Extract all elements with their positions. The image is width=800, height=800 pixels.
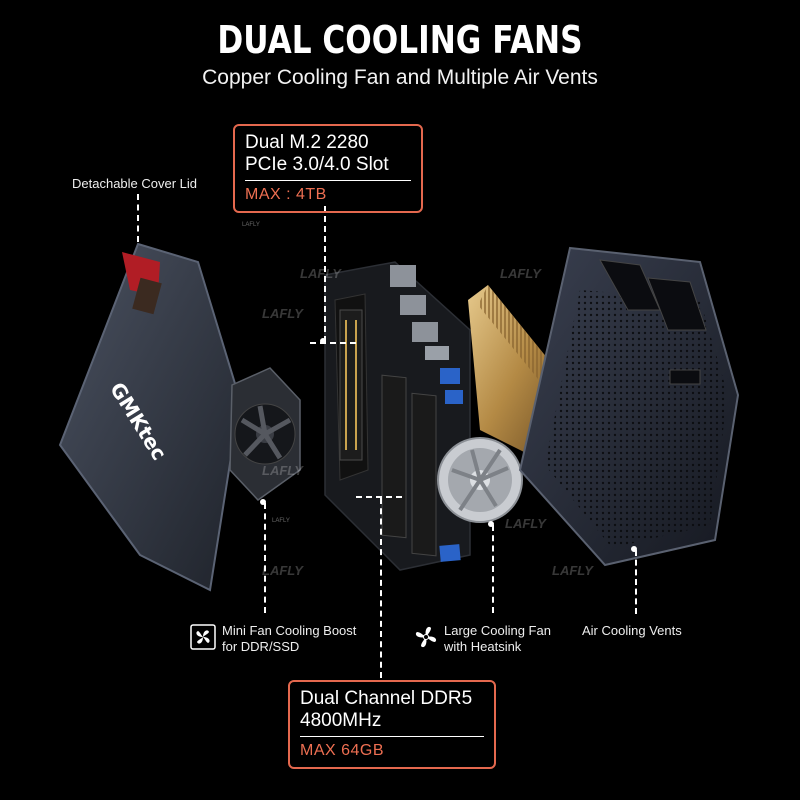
leader-vents-dot: [631, 546, 637, 552]
large-fan-label-2: with Heatsink: [444, 639, 522, 654]
leader-ram: [380, 498, 382, 678]
leader-ssd-dot: [320, 338, 326, 344]
leader-minifan: [264, 503, 266, 613]
ram-callout: Dual Channel DDR5 4800MHz MAX 64GB: [288, 680, 496, 769]
ssd-callout-line1: Dual M.2 2280: [245, 132, 369, 153]
cover-lid-label: Detachable Cover Lid: [72, 176, 198, 191]
leader-minifan-dot: [260, 499, 266, 505]
ssd-callout-max: MAX : 4TB: [245, 186, 327, 203]
ram-callout-line1: Dual Channel DDR5: [300, 688, 473, 709]
mini-fan-label-2: for DDR/SSD: [222, 639, 300, 654]
watermark-4: LAFLY: [262, 463, 304, 478]
watermark-1: LAFLY: [300, 266, 342, 281]
ssd-callout-line2: PCIe 3.0/4.0 Slot: [245, 154, 389, 175]
watermark-5: LAFLY: [262, 563, 304, 578]
ram-callout-max: MAX 64GB: [300, 742, 385, 759]
cover-lid: GMKtec: [58, 242, 242, 592]
watermark-7: LAFLY: [552, 563, 594, 578]
ssd-callout: Dual M.2 2280 PCIe 3.0/4.0 Slot MAX : 4T…: [233, 124, 423, 213]
watermark-2: LAFLY: [500, 266, 542, 281]
fan-icon: [190, 624, 216, 650]
motherboard: [324, 261, 471, 571]
leader-largefan-dot: [488, 521, 494, 527]
case-chassis: [518, 246, 740, 567]
watermark-small-2: LAFLY: [272, 518, 290, 524]
leader-cover: [137, 194, 139, 242]
watermark-small-1: LAFLY: [242, 222, 260, 228]
page-subtitle: Copper Cooling Fan and Multiple Air Vent…: [202, 66, 598, 89]
ram-callout-divider: [300, 736, 484, 737]
leader-ssd-h: [310, 342, 356, 344]
leader-ssd: [324, 206, 326, 342]
ram-callout-line2: 4800MHz: [300, 710, 382, 731]
ssd-callout-divider: [245, 180, 411, 181]
page-title: DUAL COOLING FANS: [217, 18, 583, 62]
leader-largefan: [492, 525, 494, 613]
large-fan-label-1: Large Cooling Fan: [444, 623, 551, 638]
watermark-6: LAFLY: [505, 516, 547, 531]
mini-fan-label-1: Mini Fan Cooling Boost: [222, 623, 357, 638]
fan-icon: [415, 626, 437, 648]
leader-ram-h: [356, 496, 402, 498]
leader-vents: [635, 550, 637, 614]
watermark-3: LAFLY: [262, 306, 304, 321]
mini-fan: [229, 367, 301, 501]
air-vents-label: Air Cooling Vents: [582, 623, 682, 638]
